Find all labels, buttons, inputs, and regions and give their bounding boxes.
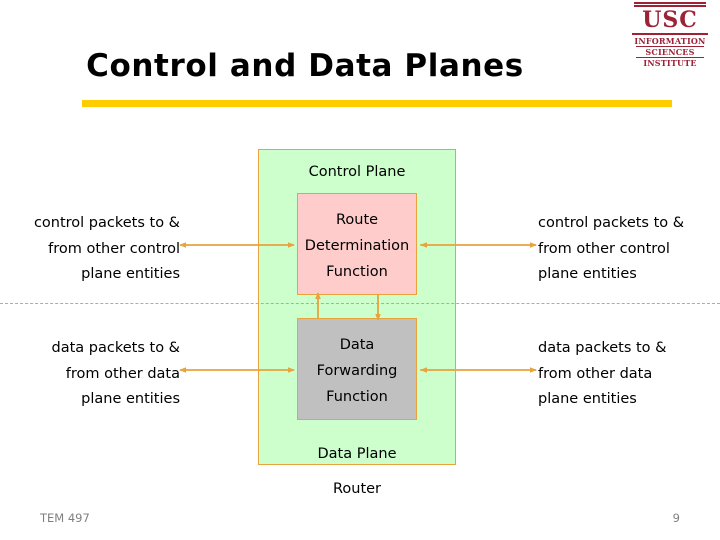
data-forwarding-function-box[interactable]: Data Forwarding Function (297, 318, 417, 420)
control-plane-label: Control Plane (308, 164, 406, 180)
caption-line-2: from other data (65, 365, 180, 382)
logo-rule-mid (632, 33, 708, 35)
caption-line-3: plane entities (81, 266, 180, 282)
caption-line-1: data packets to & (51, 340, 180, 356)
data-plane-right-caption: data packets to & from other data plane … (538, 336, 718, 413)
logo-usc-text: USC (642, 7, 698, 33)
logo-line-sciences: SCIENCES (645, 47, 695, 57)
forward-box-line-3: Function (326, 389, 388, 405)
route-box-line-1: Route (335, 212, 379, 228)
caption-line-3: plane entities (81, 391, 180, 407)
usc-isi-logo: USC INFORMATION SCIENCES INSTITUTE (630, 2, 710, 68)
control-plane-left-caption: control packets to & from other control … (0, 211, 180, 288)
logo-rule-2 (636, 57, 704, 58)
caption-line-2: from other control (538, 240, 670, 257)
logo-rule-1 (636, 46, 704, 47)
title-accent-bar (82, 100, 672, 107)
caption-line-3: plane entities (538, 266, 637, 282)
plane-divider-line (0, 303, 720, 304)
caption-line-3: plane entities (538, 391, 637, 407)
forward-box-line-1: Data (339, 337, 375, 353)
caption-line-2: from other control (48, 240, 180, 257)
route-box-line-3: Function (326, 264, 388, 280)
data-plane-left-caption: data packets to & from other data plane … (0, 336, 180, 413)
logo-rule-top2 (634, 5, 706, 7)
router-caption: Router (332, 481, 382, 497)
forward-box-line-2: Forwarding (316, 363, 398, 379)
footer-course-code: TEM 497 (40, 511, 90, 525)
logo-rule-top (634, 2, 706, 4)
caption-line-1: data packets to & (538, 340, 667, 356)
data-plane-label: Data Plane (317, 446, 397, 462)
logo-line-institute: INSTITUTE (643, 58, 697, 68)
caption-line-1: control packets to & (33, 215, 180, 231)
footer-page-number: 9 (672, 511, 680, 525)
caption-line-1: control packets to & (538, 215, 685, 231)
control-plane-right-caption: control packets to & from other control … (538, 211, 718, 288)
caption-line-2: from other data (538, 365, 653, 382)
page-title: Control and Data Planes (86, 48, 524, 84)
route-determination-function-box[interactable]: Route Determination Function (297, 193, 417, 295)
logo-line-information: INFORMATION (634, 36, 706, 46)
route-box-line-2: Determination (304, 238, 410, 254)
